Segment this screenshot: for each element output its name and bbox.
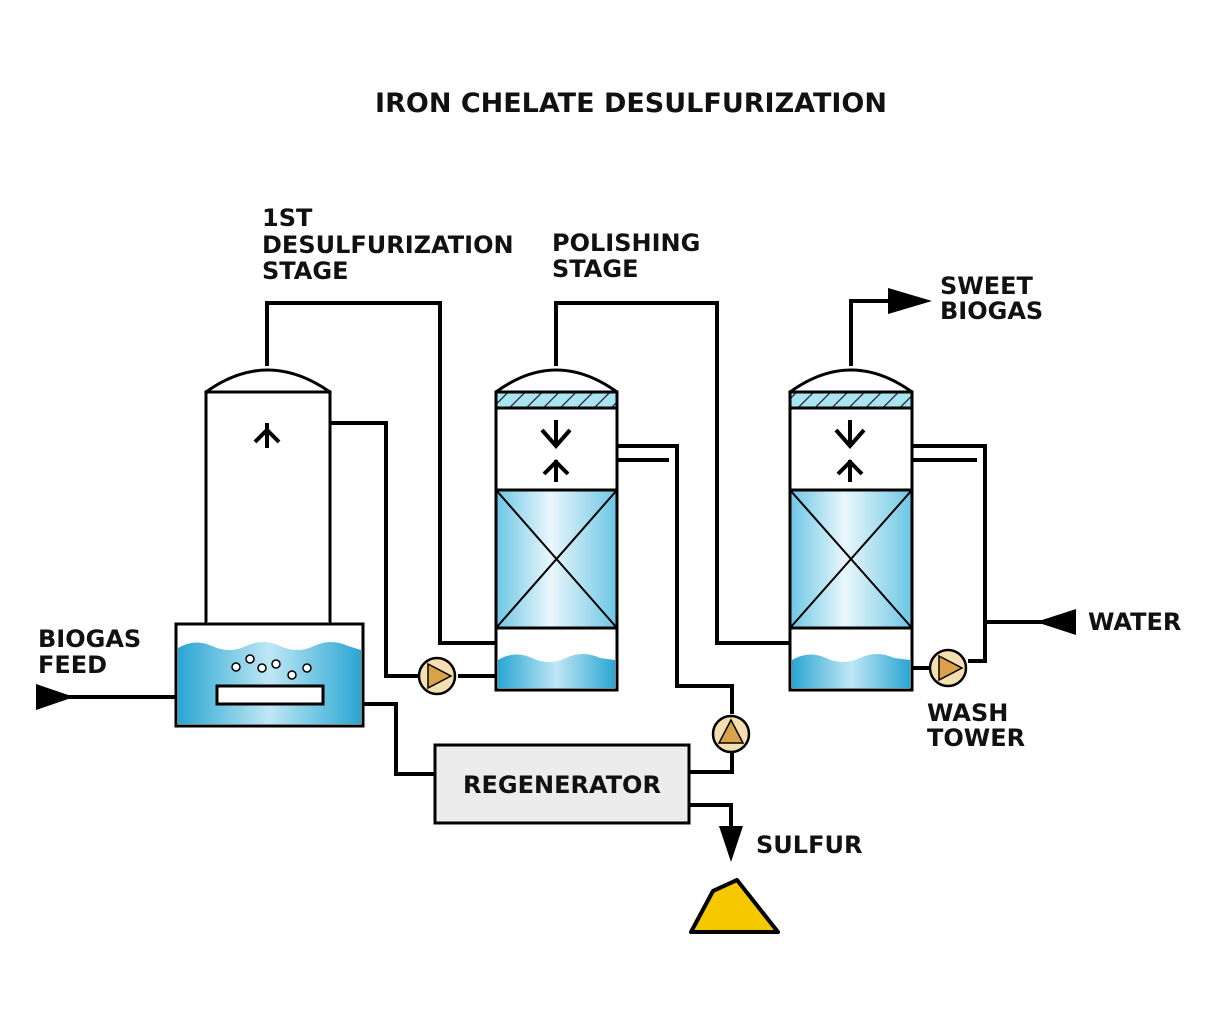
wash-tower-demister xyxy=(788,390,914,410)
first-stage-pump-icon xyxy=(417,656,457,696)
sulfur-outlet-arrow-icon xyxy=(719,826,743,862)
wash-tower-vessel xyxy=(788,368,914,692)
regenerator-label: REGENERATOR xyxy=(463,771,661,799)
biogas-feed-arrow-icon xyxy=(36,684,74,710)
first-stage-label: 1ST DESULFURIZATION STAGE xyxy=(262,204,522,285)
wash-tower-spray-nozzle-icon xyxy=(834,420,866,482)
first-stage-spray-nozzle-icon xyxy=(253,423,281,448)
water-label: WATER xyxy=(1088,608,1181,636)
polishing-stage-label: POLISHING STAGE xyxy=(552,229,709,283)
polishing-stage-vessel xyxy=(494,368,619,692)
water-inlet-arrow-icon xyxy=(1036,609,1076,635)
regenerator-pump-icon xyxy=(711,714,751,754)
first-stage-vessel xyxy=(174,368,365,728)
first-stage-label-line2: DESULFURIZATION xyxy=(262,231,514,259)
sweet-biogas-arrow-icon xyxy=(888,288,932,314)
regenerator-unit: REGENERATOR xyxy=(433,743,691,825)
sweet-biogas-label: SWEET BIOGAS xyxy=(940,272,1043,325)
wash-tower-label-line1: WASH xyxy=(927,699,1008,727)
wash-tower-pump-icon xyxy=(928,648,968,688)
biogas-feed-label-line2: FEED xyxy=(38,651,107,679)
wash-tower-label-line2: TOWER xyxy=(927,724,1025,752)
sweet-biogas-label-line1: SWEET xyxy=(940,272,1034,300)
diagram-title: IRON CHELATE DESULFURIZATION xyxy=(375,88,887,119)
first-stage-label-line1: 1ST xyxy=(262,204,313,232)
polishing-stage-label-line1: POLISHING xyxy=(552,229,700,257)
wash-tower-label: WASH TOWER xyxy=(927,699,1025,752)
biogas-feed-label-line1: BIOGAS xyxy=(38,625,141,653)
first-stage-label-line3: STAGE xyxy=(262,257,348,285)
polishing-spray-nozzle-icon xyxy=(540,420,572,482)
polishing-demister xyxy=(494,390,619,410)
sulfur-label: SULFUR xyxy=(756,831,862,859)
polishing-stage-label-line2: STAGE xyxy=(552,255,638,283)
sweet-biogas-label-line2: BIOGAS xyxy=(940,297,1043,325)
sulfur-pile-icon xyxy=(689,878,780,934)
biogas-feed-label: BIOGAS FEED xyxy=(38,625,150,679)
